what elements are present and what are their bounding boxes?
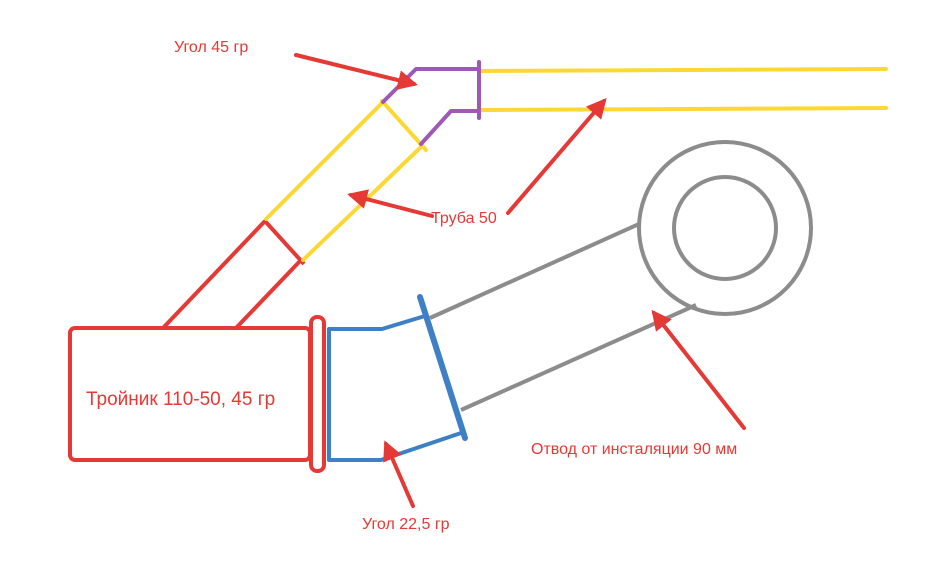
outlet-90 — [429, 140, 813, 412]
arrow-pipe-50-to-diagonal — [347, 189, 434, 218]
tee-branch-cap — [262, 218, 306, 266]
label-angle-45: Угол 45 гр — [174, 39, 249, 56]
outlet-outer-circle — [637, 140, 813, 316]
outlet-inner-circle — [672, 175, 778, 281]
arrow-outlet — [651, 309, 746, 430]
label-angle-22-5: Угол 22,5 гр — [362, 516, 450, 533]
label-tee: Тройник 110-50, 45 гр — [86, 389, 276, 410]
elbow-45-outer — [381, 67, 480, 104]
tee-branch-inner — [234, 258, 303, 330]
elbow-45-inner — [419, 109, 480, 146]
outlet-pipe-top — [429, 222, 640, 320]
elbow-45 — [381, 60, 481, 146]
label-pipe-50: Труба 50 — [431, 210, 497, 227]
arrow-angle-22-5 — [383, 440, 415, 508]
elbow-22-5-flange — [417, 294, 468, 441]
tee-branch-outer — [161, 219, 267, 330]
pipe-50-diag-cap — [380, 99, 428, 152]
tee-socket-ring — [309, 315, 326, 473]
pointer-arrows — [294, 53, 746, 508]
label-outlet: Отвод от инсталяции 90 мм — [531, 441, 738, 458]
pipe-50-horizontal-top — [479, 67, 888, 73]
tee-fitting — [68, 218, 326, 473]
elbow-22-5-outline — [327, 314, 466, 462]
pipe-50 — [264, 67, 888, 262]
elbow-22-5 — [327, 294, 468, 462]
arrow-angle-45 — [294, 53, 418, 90]
arrow-pipe-50-to-horizontal — [506, 97, 607, 215]
pipe-50-diag-outer — [264, 100, 385, 221]
pipe-50-horizontal-bottom — [479, 106, 888, 112]
